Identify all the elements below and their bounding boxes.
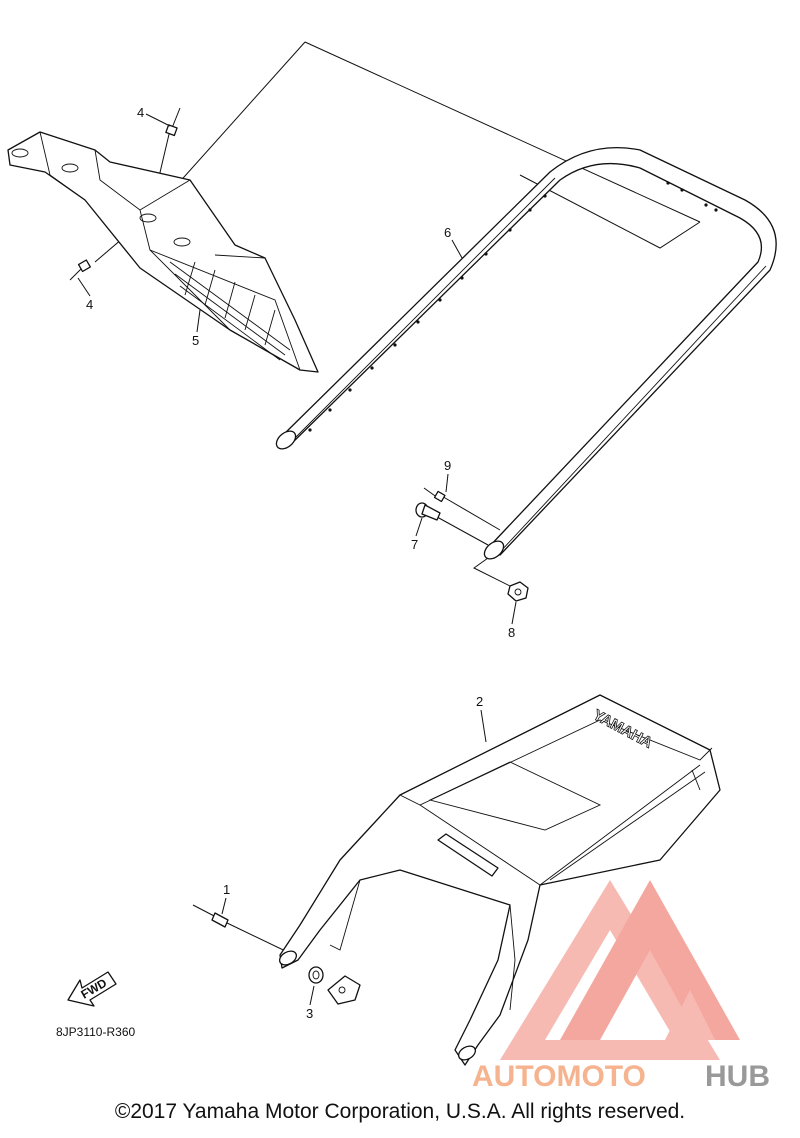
callout-3: 3 xyxy=(306,1006,313,1021)
copyright-notice: ©2017 Yamaha Motor Corporation, U.S.A. A… xyxy=(114,1100,686,1123)
part-8-nut xyxy=(507,581,529,602)
rivet-4-bottom xyxy=(69,259,91,281)
part-5-bracket xyxy=(7,131,319,373)
part-1-rivet xyxy=(192,904,229,928)
watermark-brand-part1: AUTOMOTO xyxy=(472,1060,646,1093)
part-3-collar xyxy=(308,966,361,1005)
rail-holes xyxy=(308,181,718,432)
callout-1: 1 xyxy=(223,882,230,897)
rivet-4-top xyxy=(165,107,181,137)
watermark-logo xyxy=(500,880,740,1060)
fwd-arrow-icon: FWD xyxy=(67,971,117,1007)
part-2-seat: YAMAHA xyxy=(278,694,721,1066)
part-6-grab-rail xyxy=(275,147,777,560)
part-9-screw xyxy=(423,487,446,503)
callout-8: 8 xyxy=(508,625,515,640)
callout-4-bottom: 4 xyxy=(86,297,93,312)
watermark-text: AUTOMOTO HUB xyxy=(472,1060,770,1093)
callout-6: 6 xyxy=(444,225,451,240)
callout-7: 7 xyxy=(411,537,418,552)
callout-9: 9 xyxy=(444,458,451,473)
callout-2: 2 xyxy=(476,694,483,709)
callout-4-top: 4 xyxy=(137,105,144,120)
callout-5: 5 xyxy=(192,333,199,348)
watermark-brand-part2: HUB xyxy=(705,1060,770,1093)
diagram-code: 8JP3110-R360 xyxy=(56,1025,135,1039)
part-7-bolt xyxy=(415,502,441,521)
callout-labels: 4 4 5 6 9 7 8 2 1 3 xyxy=(77,105,517,1021)
